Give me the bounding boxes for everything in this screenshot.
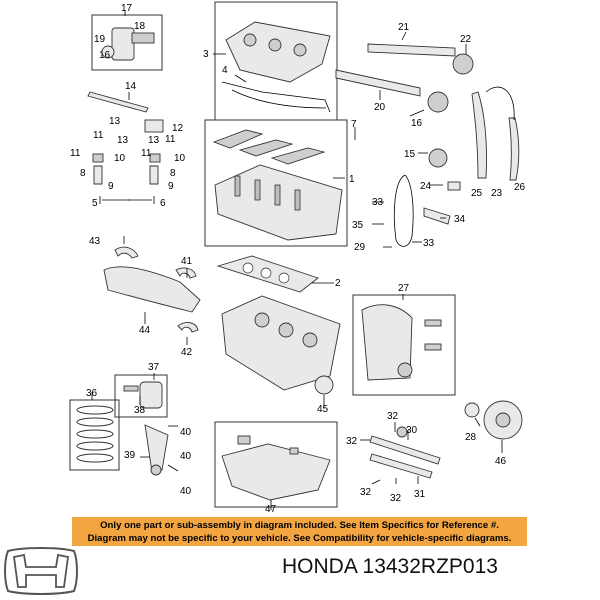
label-3: 3	[203, 49, 209, 60]
piston-frame	[114, 374, 168, 418]
piston-assembly	[76, 381, 169, 476]
front-cover	[361, 304, 442, 381]
notice-banner: Only one part or sub-assembly in diagram…	[72, 517, 527, 546]
label-12: 12	[172, 123, 184, 134]
label-11-right: 11	[141, 148, 152, 159]
label-13-left: 13	[109, 116, 121, 127]
label-9-left: 9	[108, 181, 114, 192]
label-13-mid: 13	[117, 135, 129, 146]
label-38: 38	[134, 405, 146, 416]
label-32-mid: 32	[346, 436, 358, 447]
label-27: 27	[398, 283, 410, 294]
crank-pulley	[464, 400, 523, 440]
label-6: 6	[160, 198, 166, 209]
label-15: 15	[404, 149, 416, 160]
label-24: 24	[420, 181, 432, 192]
label-11-left-top: 11	[93, 130, 104, 141]
label-26: 26	[514, 182, 526, 193]
notice-line-2: Diagram may not be specific to your vehi…	[87, 533, 512, 544]
label-21: 21	[398, 22, 410, 33]
valve-train	[87, 91, 164, 204]
label-18: 18	[134, 21, 146, 32]
label-10-right: 10	[174, 153, 186, 164]
label-44: 44	[139, 325, 151, 336]
cylinder-head	[212, 129, 343, 241]
label-40-top: 40	[180, 427, 192, 438]
notice-line-1: Only one part or sub-assembly in diagram…	[100, 520, 499, 531]
label-33-top: 33	[372, 197, 384, 208]
label-46: 46	[495, 456, 507, 467]
label-8-left: 8	[80, 168, 86, 179]
label-37: 37	[148, 362, 160, 373]
engine-block	[221, 295, 341, 395]
piston-ring-frame	[69, 399, 120, 471]
label-40-low: 40	[180, 486, 192, 497]
label-11-left: 11	[70, 148, 81, 159]
label-41: 41	[181, 256, 193, 267]
label-33: 33	[423, 238, 435, 249]
label-16: 16	[411, 118, 423, 129]
label-39: 39	[124, 450, 136, 461]
label-36: 36	[86, 388, 98, 399]
label-16-left: 16	[99, 50, 111, 61]
label-4: 4	[222, 65, 228, 76]
label-8-right: 8	[170, 168, 176, 179]
label-17: 17	[121, 3, 133, 14]
vtc-oil-control-valve	[101, 27, 155, 61]
label-34: 34	[454, 214, 466, 225]
label-47: 47	[265, 504, 277, 515]
leader-lines	[91, 11, 503, 510]
crankshaft	[103, 246, 201, 333]
oil-pan	[221, 435, 331, 501]
label-28: 28	[465, 432, 477, 443]
cylinder-head-frame	[204, 119, 348, 247]
label-31: 31	[414, 489, 426, 500]
part-caption: HONDA 13432RZP013	[282, 555, 498, 578]
label-25: 25	[471, 188, 483, 199]
label-1: 1	[349, 174, 355, 185]
label-19: 19	[94, 34, 106, 45]
label-32-bottom: 32	[390, 493, 402, 504]
label-43: 43	[89, 236, 101, 247]
label-45: 45	[317, 404, 329, 415]
label-30: 30	[406, 425, 418, 436]
label-42: 42	[181, 347, 193, 358]
label-5: 5	[92, 198, 98, 209]
cylinder-head-cover	[221, 21, 331, 113]
label-40-mid: 40	[180, 451, 192, 462]
label-29: 29	[354, 242, 366, 253]
label-2: 2	[335, 278, 341, 289]
camshafts	[335, 43, 474, 113]
honda-logo	[4, 547, 78, 595]
oil-pan-frame	[214, 421, 338, 508]
label-10-left: 10	[114, 153, 126, 164]
label-32-low: 32	[360, 487, 372, 498]
label-22: 22	[460, 34, 472, 45]
oil-pump-frame	[352, 294, 456, 396]
vtc-oil-valve-frame	[91, 14, 163, 71]
balance-shafts	[369, 426, 441, 479]
label-23: 23	[491, 188, 503, 199]
label-13-right: 13	[148, 135, 160, 146]
label-7: 7	[351, 119, 357, 130]
label-11-right-top: 11	[165, 134, 176, 145]
label-32-top: 32	[387, 411, 399, 422]
label-35: 35	[352, 220, 364, 231]
head-gasket	[216, 255, 319, 293]
label-20: 20	[374, 102, 386, 113]
label-9-right: 9	[168, 181, 174, 192]
label-14: 14	[125, 81, 137, 92]
timing-chain-guides	[393, 86, 520, 247]
